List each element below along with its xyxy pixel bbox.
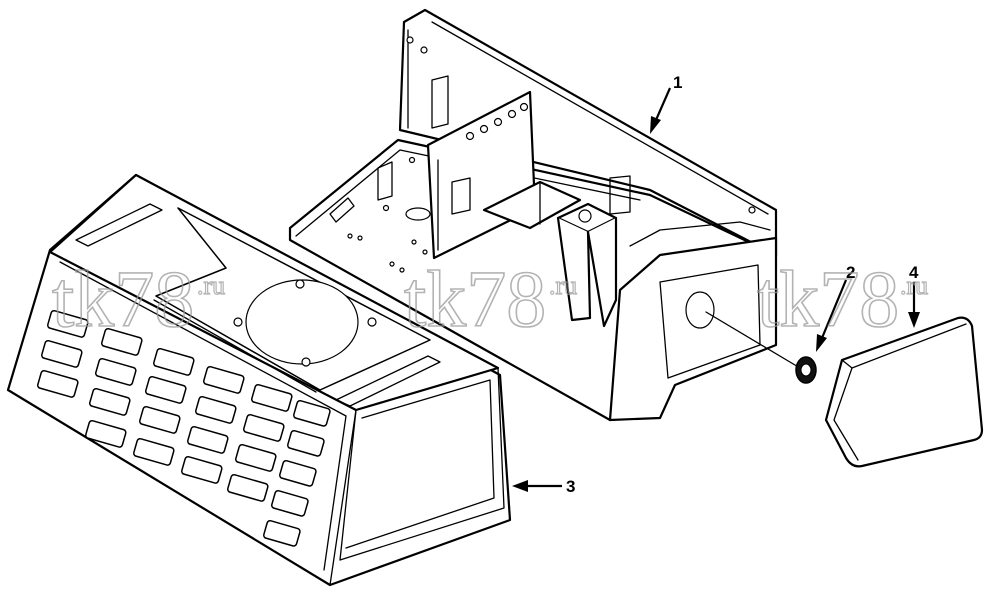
watermark-text-center: tk78 (404, 256, 546, 344)
watermark-suffix-left: .ru (197, 271, 225, 300)
part-4-side-cover (824, 316, 984, 468)
callout-2-leader (820, 279, 848, 339)
callout-labels: 1 2 3 4 (566, 73, 919, 496)
callout-4-arrowhead (908, 312, 920, 328)
callout-1-arrowhead (650, 116, 661, 134)
part-1-frame (288, 8, 778, 422)
part-2-grommet (705, 311, 817, 384)
callout-leaders (512, 87, 920, 492)
watermark-suffix-center: .ru (549, 271, 577, 300)
callout-2-label: 2 (846, 263, 855, 282)
callout-1-leader (654, 87, 672, 121)
watermarks: tk78 .ru tk78 .ru tk78 .ru (51, 255, 929, 345)
callout-1-label: 1 (673, 73, 682, 92)
callout-4-label: 4 (909, 263, 919, 282)
keypad-grid (36, 309, 331, 547)
watermark-suffix-right: .ru (900, 271, 928, 300)
callout-3-label: 3 (566, 477, 575, 496)
part-3-keypad-housing (6, 173, 512, 587)
callout-2-arrowhead (816, 334, 827, 352)
watermark-text-left: tk78 (52, 256, 194, 344)
watermark-text-right: tk78 (757, 256, 899, 344)
callout-3-arrowhead (512, 480, 528, 492)
